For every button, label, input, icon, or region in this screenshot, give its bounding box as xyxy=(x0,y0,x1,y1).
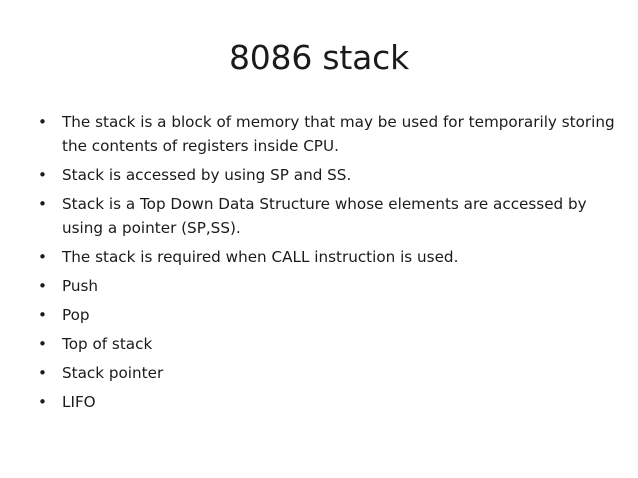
list-item-label: Top of stack xyxy=(62,335,153,353)
bullet-point-icon: • xyxy=(38,195,47,213)
list-item-label: Stack is accessed by using SP and SS. xyxy=(62,166,352,184)
bullet-point-icon: • xyxy=(38,166,47,184)
list-item: • Stack is accessed by using SP and SS. xyxy=(30,163,618,187)
list-item-label: The stack is a block of memory that may … xyxy=(62,113,615,155)
bullet-point-icon: • xyxy=(38,335,47,353)
bullet-point-icon: • xyxy=(38,248,47,266)
list-item: • The stack is required when CALL instru… xyxy=(30,245,618,269)
list-item-label: LIFO xyxy=(62,393,96,411)
list-item-label: Pop xyxy=(62,306,90,324)
bullet-point-icon: • xyxy=(38,306,47,324)
list-item-label: Push xyxy=(62,277,99,295)
bullet-point-icon: • xyxy=(38,277,47,295)
list-item-label: Stack pointer xyxy=(62,364,164,382)
list-item: • LIFO xyxy=(30,390,618,414)
bullet-point-icon: • xyxy=(38,113,47,131)
page-title: 8086 stack xyxy=(228,38,410,77)
bullet-point-icon: • xyxy=(38,364,47,382)
list-item: • The stack is a block of memory that ma… xyxy=(30,110,618,158)
list-item: • Push xyxy=(30,274,618,298)
list-item: • Top of stack xyxy=(30,332,618,356)
list-item-label: Stack is a Top Down Data Structure whose… xyxy=(62,195,587,237)
bullet-point-icon: • xyxy=(38,393,47,411)
bullet-list: • The stack is a block of memory that ma… xyxy=(30,110,618,414)
list-item: • Stack pointer xyxy=(30,361,618,385)
list-item: • Pop xyxy=(30,303,618,327)
list-item: • Stack is a Top Down Data Structure who… xyxy=(30,192,618,240)
list-item-label: The stack is required when CALL instruct… xyxy=(62,248,459,266)
